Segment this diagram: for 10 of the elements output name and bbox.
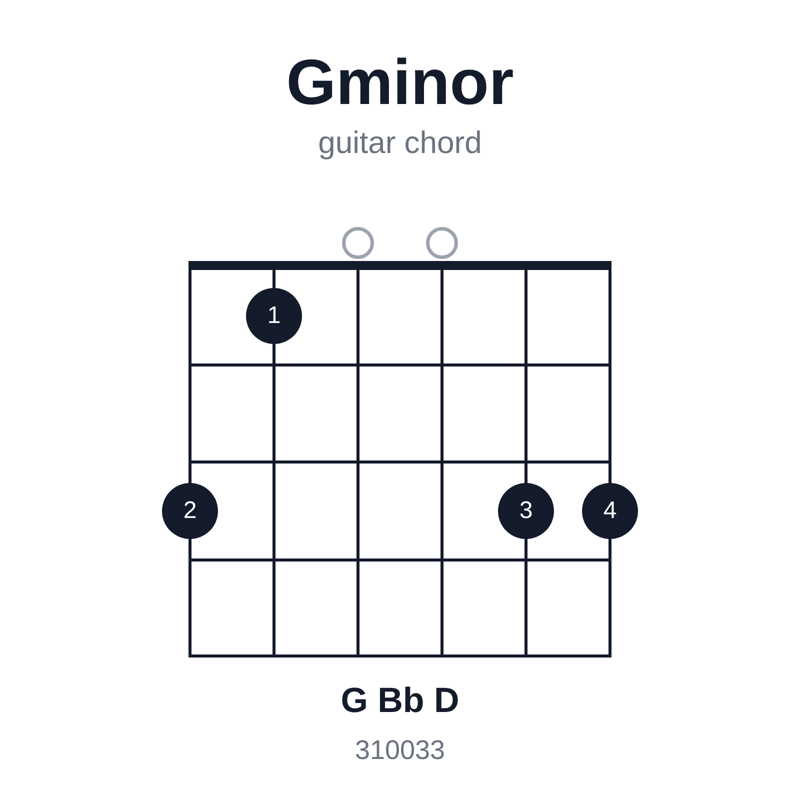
finger-dot: 2 <box>162 483 218 539</box>
chord-notes: G Bb D <box>340 680 460 722</box>
finger-dot: 3 <box>498 483 554 539</box>
ring-icon <box>342 227 374 259</box>
finger-dot: 4 <box>582 483 638 539</box>
chord-title: Gminor <box>285 45 515 120</box>
fingering-code: 310033 <box>354 734 446 766</box>
finger-dot: 1 <box>246 288 302 344</box>
ring-icon <box>426 227 458 259</box>
chord-subtitle: guitar chord <box>317 124 483 161</box>
